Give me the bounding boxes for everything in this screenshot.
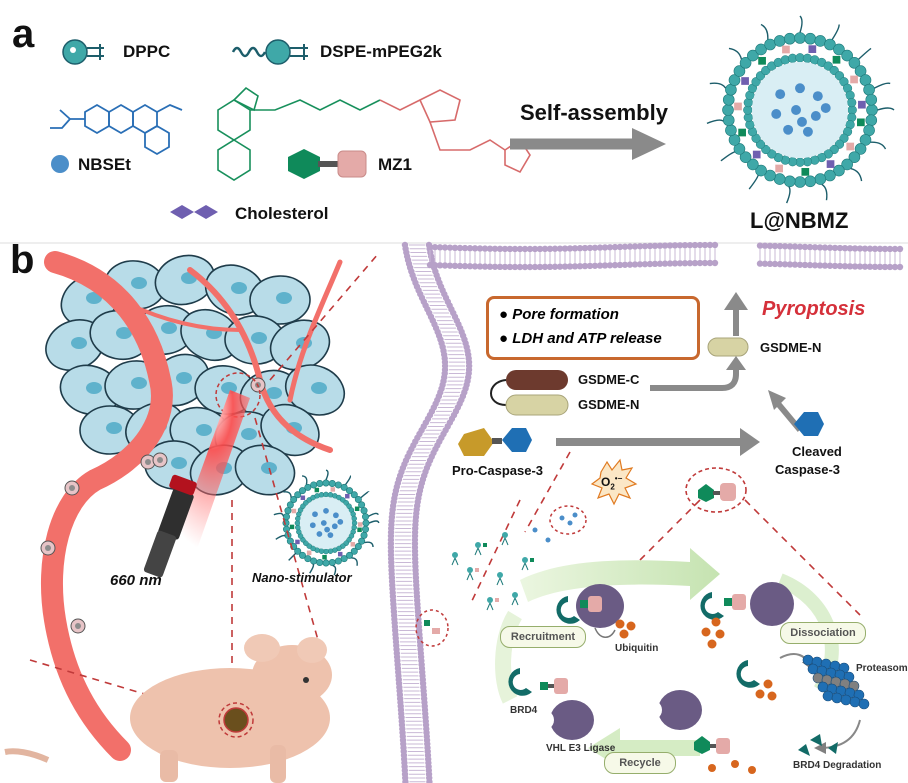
proteasome-label: Proteasome xyxy=(856,663,908,674)
nbset-structure-icon xyxy=(50,103,183,156)
pyroptosis-effects-box: Pore formation LDH and ATP release xyxy=(486,296,700,360)
gsdme-full-icon xyxy=(490,370,569,416)
cholesterol-label: Cholesterol xyxy=(235,204,329,223)
pro-caspase-3-icon xyxy=(458,428,532,456)
vessel-nanoparticles xyxy=(40,377,266,634)
gsdme-n-pill xyxy=(707,337,749,357)
mouse-icon xyxy=(4,634,332,783)
pro-caspase-label: Pro-Caspase-3 xyxy=(452,463,544,478)
gsdme-n-label: GSDME-N xyxy=(578,397,640,412)
product-label: L@NBMZ xyxy=(750,208,849,233)
wavelength-label: 660 nm xyxy=(110,572,162,589)
nbset-label: NBSEt xyxy=(78,155,131,174)
flashlight-icon xyxy=(143,474,197,578)
recruitment-label: Recruitment xyxy=(500,626,586,648)
liposome-fragments xyxy=(451,532,534,611)
cholesterol-icon xyxy=(170,205,218,219)
light-beam xyxy=(176,390,250,552)
self-assembly-label: Self-assembly xyxy=(520,100,668,125)
mz1-label: MZ1 xyxy=(378,155,412,174)
ros-burst-icon xyxy=(590,458,638,506)
vhl-label: VHL E3 Ligase xyxy=(546,743,616,754)
gsdme-n-top-label: GSDME-N xyxy=(760,340,822,355)
cleaved-caspase-icon xyxy=(794,412,824,436)
tumor-cell-cluster xyxy=(45,254,346,496)
cleaved-label-1: Cleaved xyxy=(792,444,842,459)
mz1-icon xyxy=(288,149,367,179)
liposome-icon xyxy=(706,15,895,204)
gsdme-c-label: GSDME-C xyxy=(578,372,640,387)
mz1-released-icon xyxy=(698,483,736,502)
panel-b-label: b xyxy=(10,238,35,282)
mz1-structure-icon xyxy=(217,86,531,181)
box-item-pore: Pore formation xyxy=(499,306,697,323)
ubiquitin-label: Ubiquitin xyxy=(615,643,659,654)
cell-membrane-top xyxy=(426,241,904,271)
recycle-label: Recycle xyxy=(604,752,676,774)
brd4-degradation-label: BRD4 Degradation xyxy=(793,760,882,771)
dppc-icon xyxy=(62,39,104,65)
cleaved-label-2: Caspase-3 xyxy=(775,462,841,477)
panel-a-label: a xyxy=(12,12,35,56)
box-item-ldh: LDH and ATP release xyxy=(499,330,697,347)
ros-label: O2•− xyxy=(601,474,623,492)
nano-stimulator-label: Nano-stimulator xyxy=(252,570,352,585)
brd4-label: BRD4 xyxy=(510,705,538,716)
protac-cycle xyxy=(495,548,870,774)
dissociation-label: Dissociation xyxy=(780,622,866,644)
cell-membrane xyxy=(387,241,473,783)
nano-stimulator-icon xyxy=(273,469,380,576)
pyroptosis-label: Pyroptosis xyxy=(762,298,866,320)
dspe-label: DSPE-mPEG2k xyxy=(320,42,442,61)
dppc-label: DPPC xyxy=(123,42,171,61)
nbset-dot-icon xyxy=(51,155,69,173)
dspe-peg-icon xyxy=(231,39,308,65)
